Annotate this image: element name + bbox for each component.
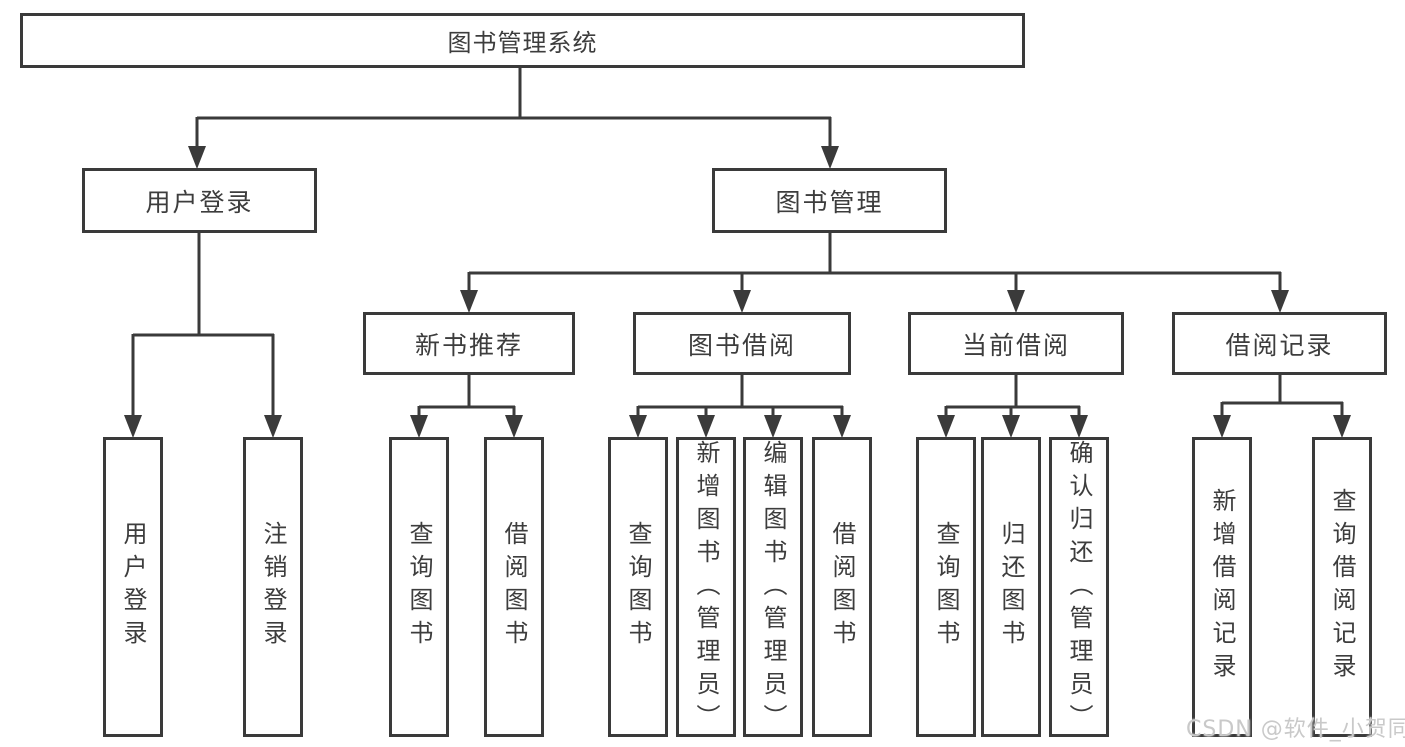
arrowhead	[833, 415, 851, 438]
arrowhead	[764, 415, 782, 438]
node-book-management: 图书管理	[712, 168, 947, 233]
arrowhead	[188, 146, 206, 169]
watermark-text: CSDN @软件_小贺同学	[1186, 717, 1405, 742]
arrowhead	[1070, 415, 1088, 438]
leaf-borrow-book: 借阅图书	[812, 437, 872, 737]
leaf-recommend-query-book: 查询图书	[389, 437, 449, 737]
arrowhead	[1333, 415, 1351, 438]
leaf-add-borrow-record: 新增借阅记录	[1192, 437, 1252, 737]
leaf-edit-book-admin: 编辑图书（管理员）	[743, 437, 803, 737]
leaf-return-book: 归还图书	[981, 437, 1041, 737]
arrowhead	[629, 415, 647, 438]
node-user-login: 用户登录	[82, 168, 317, 233]
arrowhead	[697, 415, 715, 438]
arrowhead	[505, 415, 523, 438]
leaf-query-borrow-record: 查询借阅记录	[1312, 437, 1372, 737]
leaf-confirm-return-admin: 确认归还（管理员）	[1049, 437, 1109, 737]
arrowhead	[460, 290, 478, 313]
arrowhead	[1007, 290, 1025, 313]
arrowhead	[124, 415, 142, 438]
node-current-borrow: 当前借阅	[908, 312, 1124, 375]
leaf-add-book-admin: 新增图书（管理员）	[676, 437, 736, 737]
leaf-recommend-borrow-book: 借阅图书	[484, 437, 544, 737]
arrowhead	[937, 415, 955, 438]
arrowhead	[410, 415, 428, 438]
node-new-book-recommend: 新书推荐	[363, 312, 575, 375]
node-root: 图书管理系统	[20, 13, 1025, 68]
node-book-borrow: 图书借阅	[633, 312, 851, 375]
arrowhead	[821, 146, 839, 169]
arrowhead	[264, 415, 282, 438]
leaf-logout: 注销登录	[243, 437, 303, 737]
arrowhead	[1213, 415, 1231, 438]
leaf-user-login: 用户登录	[103, 437, 163, 737]
node-borrow-records: 借阅记录	[1172, 312, 1387, 375]
leaf-current-query-book: 查询图书	[916, 437, 976, 737]
arrowhead	[733, 290, 751, 313]
arrowhead	[1271, 290, 1289, 313]
arrowhead	[1002, 415, 1020, 438]
leaf-borrow-query-book: 查询图书	[608, 437, 668, 737]
